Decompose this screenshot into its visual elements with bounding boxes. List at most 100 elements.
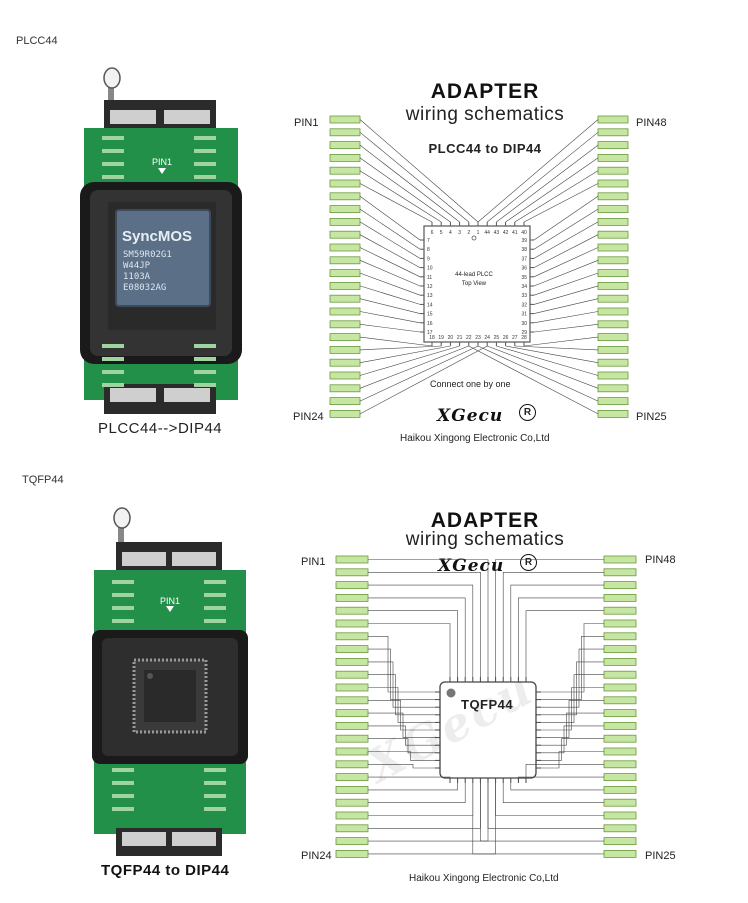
wire <box>368 559 489 677</box>
plcc-connect-note: Connect one by one <box>430 379 511 389</box>
wire <box>368 751 435 761</box>
dip-pin-left <box>335 568 369 577</box>
chip-pin-number: 8 <box>427 247 430 253</box>
chip-pin-number: 20 <box>448 335 454 341</box>
plcc-schematic-subtitle: wiring schematics <box>405 104 565 125</box>
chip-pin-number: 26 <box>503 335 509 341</box>
plcc-chip-line1: 44-lead PLCC <box>455 272 493 278</box>
wire <box>541 738 604 761</box>
wire <box>533 221 599 259</box>
chip-pin-number: 30 <box>521 321 527 327</box>
dip-pin-left <box>329 320 361 329</box>
plcc-pin48-label: PIN48 <box>636 117 667 129</box>
wire <box>359 298 421 314</box>
chip-pin-number: 2 <box>467 230 470 236</box>
dip-pin-right <box>603 645 637 653</box>
dip-pin-right <box>603 632 637 641</box>
wire <box>368 700 435 731</box>
wire <box>518 776 604 783</box>
wire <box>359 345 488 415</box>
wire <box>368 783 466 803</box>
wire <box>523 183 599 223</box>
plcc-pin1-dot <box>471 235 477 241</box>
wire <box>368 623 451 677</box>
chip-pin-number: 43 <box>494 230 500 236</box>
dip-pin-left <box>329 154 361 162</box>
dip-pin-left <box>329 141 361 150</box>
dip-pin-right <box>603 709 637 718</box>
plcc-pin25-label: PIN25 <box>636 411 667 423</box>
wire <box>525 610 604 677</box>
wire <box>359 157 451 223</box>
wire <box>533 208 599 250</box>
wire <box>533 234 599 268</box>
wire <box>541 751 604 769</box>
wire <box>533 196 599 241</box>
wire <box>541 636 604 700</box>
wire <box>510 783 604 791</box>
plcc-chip-line: SM59R02G1 <box>123 250 172 260</box>
plcc-chip-markings: SM59R02G1 W44JP 1103A E08032AG <box>123 250 172 294</box>
dip-pin-left <box>335 721 369 730</box>
dip-pin-left <box>329 256 361 265</box>
section-label-tqfp: TQFP44 <box>22 474 64 486</box>
wire <box>496 345 599 376</box>
dip-pin-left <box>335 606 369 615</box>
plcc-brand-logo: XGecu <box>437 406 504 426</box>
dip-pin-right <box>603 798 637 807</box>
dip-pin-right <box>597 358 629 367</box>
chip-pin-number: 23 <box>475 335 481 341</box>
dip-pin-left <box>329 243 361 252</box>
dip-pin-right <box>597 320 629 329</box>
dip-pin-right <box>597 141 629 150</box>
wire <box>368 674 435 716</box>
wire <box>541 661 604 716</box>
wire <box>359 345 460 376</box>
dip-pin-right <box>597 333 629 342</box>
dip-pin-left <box>335 811 369 820</box>
wire <box>477 345 599 402</box>
wire <box>505 157 599 223</box>
chip-pin-number: 22 <box>466 335 472 341</box>
dip-pin-left <box>329 230 361 239</box>
dip-pin-right <box>603 658 637 666</box>
dip-pin-right <box>597 154 629 162</box>
dip-pin-right <box>597 345 629 354</box>
dip-pin-left <box>329 115 361 124</box>
dip-pin-left <box>335 760 369 769</box>
wire <box>533 298 599 314</box>
dip-pin-right <box>597 269 629 278</box>
wire <box>525 764 604 783</box>
chip-pin-number: 41 <box>512 230 518 236</box>
chip-pin-number: 11 <box>427 275 432 281</box>
wire <box>359 311 421 324</box>
chip-pin-number: 6 <box>431 230 434 236</box>
dip-pin-left <box>329 166 361 175</box>
dip-pin-right <box>597 192 629 201</box>
wire <box>359 247 421 278</box>
wire <box>359 196 421 241</box>
dip-pin-left <box>329 345 361 354</box>
chip-pin-number: 24 <box>484 335 490 341</box>
chip-pin-number: 5 <box>440 230 443 236</box>
chip-pin-number: 16 <box>427 321 433 327</box>
wire <box>359 345 451 363</box>
dip-pin-left <box>335 734 369 743</box>
wire <box>368 597 466 677</box>
wire <box>359 345 442 351</box>
wire <box>487 132 599 223</box>
chip-pin-number: 12 <box>427 284 433 290</box>
wire <box>468 345 599 415</box>
wire <box>523 336 599 347</box>
wire <box>505 345 599 363</box>
dip-pin-right <box>597 409 629 418</box>
dip-pin-right <box>597 256 629 265</box>
dip-pin-right <box>603 760 637 769</box>
dip-pin-left <box>329 281 361 290</box>
tqfp-pin24-label: PIN24 <box>301 850 332 862</box>
tqfp-pin25-label: PIN25 <box>645 850 676 862</box>
wire <box>359 221 421 259</box>
dip-pin-right <box>603 568 637 577</box>
plcc-pin1-label: PIN1 <box>294 117 319 129</box>
chip-pin-number: 1 <box>477 230 480 236</box>
